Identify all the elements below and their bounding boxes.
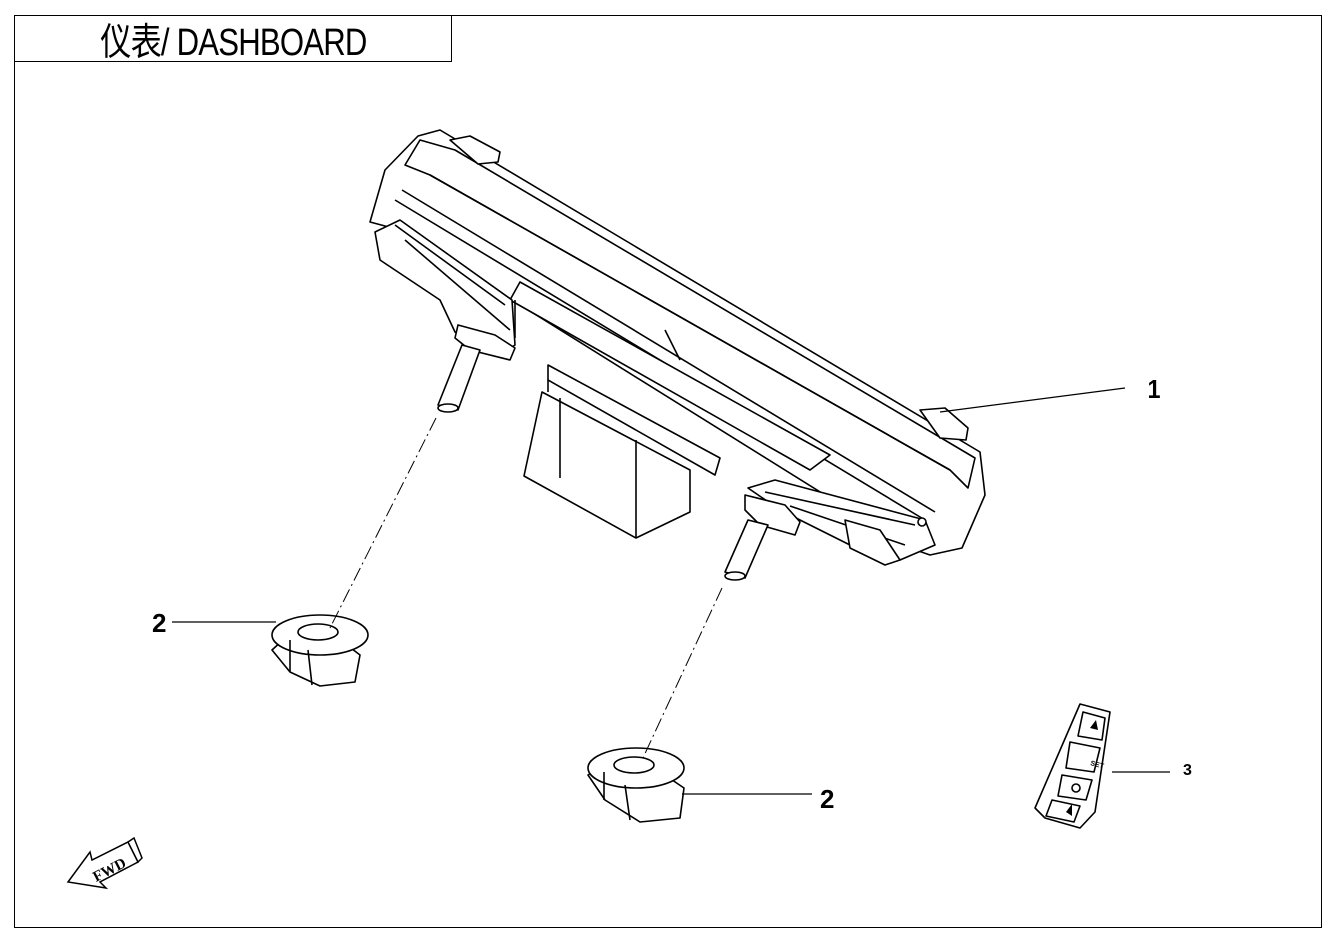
flange-nut-right[interactable] [587, 747, 685, 823]
flange-nut-left[interactable] [271, 614, 369, 687]
fwd-arrow-icon [66, 836, 143, 890]
centerline-right [641, 587, 723, 761]
handlebar-switch[interactable] [1034, 703, 1111, 829]
leader-1 [939, 387, 1126, 413]
drawing-frame [14, 15, 1322, 928]
page-title: 仪表/ DASHBOARD [99, 22, 367, 64]
callout-2b: 2 [820, 784, 834, 814]
dashboard-part[interactable] [369, 129, 986, 581]
switch-set-label: SET [1089, 760, 1105, 770]
centerline-left [329, 417, 437, 629]
callout-3: 3 [1183, 762, 1192, 779]
callout-2a: 2 [152, 608, 166, 638]
title-box: 仪表/ DASHBOARD [14, 15, 452, 64]
callout-1: 1 [1148, 376, 1161, 404]
